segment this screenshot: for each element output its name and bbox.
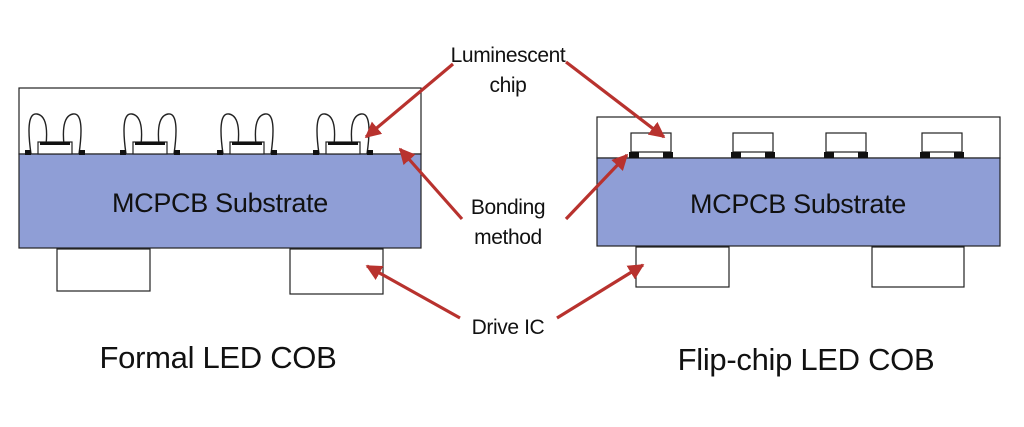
flipchip-bump-1-left <box>629 152 639 158</box>
formal-bond-wire-1-right <box>62 113 82 155</box>
callout-luminescent-chip-line2: chip <box>490 74 527 97</box>
flipchip-bump-3-right <box>858 152 868 158</box>
formal-substrate <box>18 153 422 249</box>
formal-chip-3-top-electrode <box>232 142 262 145</box>
formal-pad-1-right <box>79 150 85 155</box>
arrow-bonding-to-formal <box>398 147 464 221</box>
callout-labels: Luminescent chip Bonding method Drive IC <box>451 44 567 339</box>
arrow-drive-to-flipchip <box>556 263 645 320</box>
formal-pad-4-left <box>313 150 319 155</box>
flipchip-bump-2-right <box>765 152 775 158</box>
callout-bonding-method-line2: method <box>474 226 542 249</box>
flipchip-drive-ic-left <box>635 246 730 288</box>
formal-pad-3-left <box>217 150 223 155</box>
flipchip-cob-diagram: MCPCB Substrate Flip-chip LED COB <box>596 116 1001 377</box>
formal-encapsulation-layer <box>18 87 422 155</box>
callout-bonding-method-line1: Bonding <box>471 196 545 219</box>
arrow-chip-to-formal <box>364 62 455 139</box>
formal-chip-1-top-electrode <box>40 142 70 145</box>
flipchip-drive-ic-right <box>871 246 965 288</box>
flipchip-caption: Flip-chip LED COB <box>678 342 935 377</box>
formal-cob-diagram: MCPCB Substrate Formal LED COB <box>18 87 422 375</box>
formal-chip-4-top-electrode <box>328 142 358 145</box>
formal-drive-ic-left <box>56 248 151 292</box>
formal-chip-row <box>25 113 373 155</box>
callout-arrows <box>364 60 666 320</box>
formal-pad-2-left <box>120 150 126 155</box>
flipchip-chip-2 <box>732 132 774 153</box>
formal-substrate-label: MCPCB Substrate <box>112 188 328 218</box>
formal-caption: Formal LED COB <box>100 340 337 375</box>
formal-chip-2-top-electrode <box>135 142 165 145</box>
formal-bond-wire-3-right <box>254 113 274 155</box>
flipchip-chip-4 <box>921 132 963 153</box>
formal-bond-wire-2-left <box>123 113 143 155</box>
arrow-bonding-to-flipchip <box>564 153 629 221</box>
formal-pad-2-right <box>174 150 180 155</box>
flipchip-substrate <box>596 157 1001 247</box>
arrow-drive-to-formal <box>365 264 461 320</box>
flipchip-chip-3 <box>825 132 867 153</box>
flipchip-substrate-label: MCPCB Substrate <box>690 189 906 219</box>
formal-pad-3-right <box>271 150 277 155</box>
flipchip-bump-1-right <box>663 152 673 158</box>
flipchip-bump-3-left <box>824 152 834 158</box>
flipchip-bump-4-right <box>954 152 964 158</box>
flipchip-bump-2-left <box>731 152 741 158</box>
formal-bond-wire-2-right <box>157 113 177 155</box>
formal-pad-4-right <box>367 150 373 155</box>
formal-pad-1-left <box>25 150 31 155</box>
flipchip-chip-1 <box>630 132 672 153</box>
flipchip-bump-4-left <box>920 152 930 158</box>
callout-luminescent-chip-line1: Luminescent <box>451 44 566 67</box>
formal-bond-wire-4-left <box>316 113 336 155</box>
formal-drive-ic-right <box>289 248 384 295</box>
formal-bond-wire-1-left <box>28 113 48 155</box>
arrow-chip-to-flipchip <box>565 60 666 139</box>
callout-drive-ic: Drive IC <box>472 316 545 339</box>
formal-bond-wire-3-left <box>220 113 240 155</box>
